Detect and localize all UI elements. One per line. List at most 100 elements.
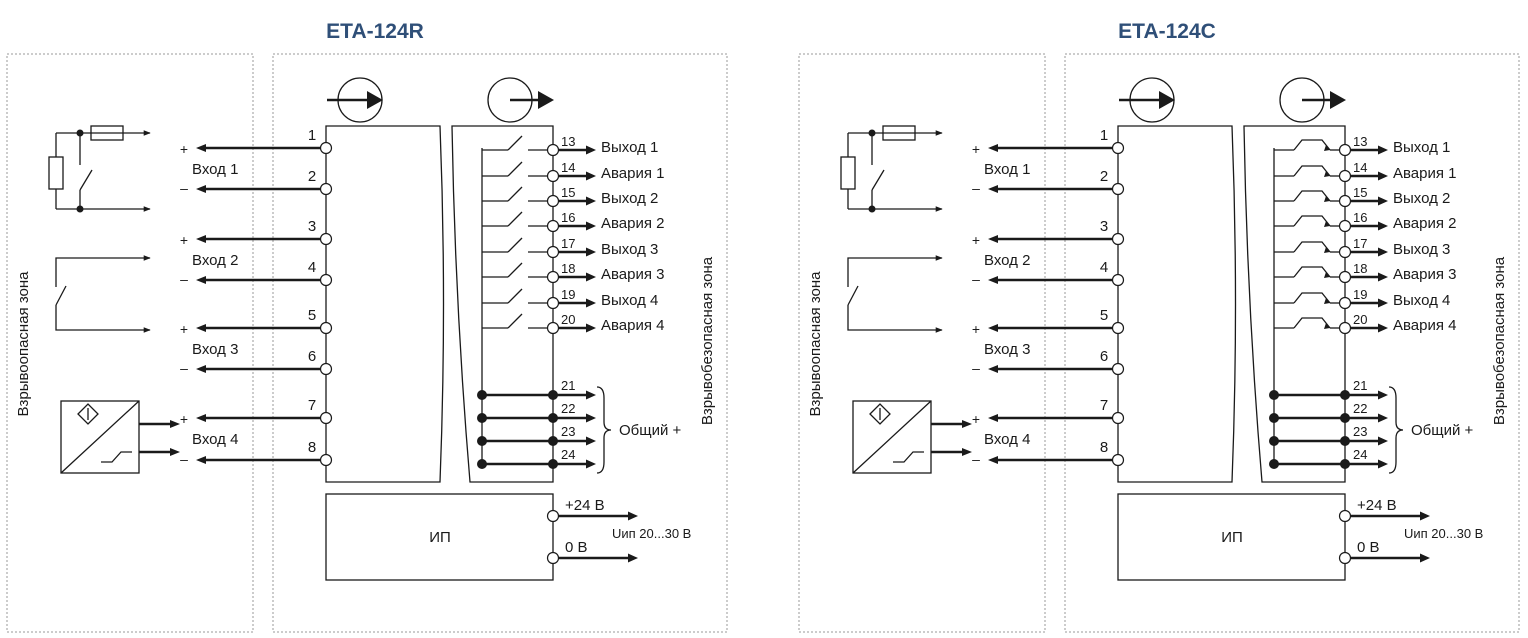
transistor-switch: [1293, 190, 1331, 202]
input-plus-sign: +: [972, 141, 980, 157]
sensor-2-top-wire: [55, 255, 151, 287]
common-arrowhead-4: [1378, 459, 1388, 469]
common-pin-number: 21: [1353, 378, 1367, 393]
transistor-arrow: [1324, 323, 1330, 329]
output-pin-number: 13: [561, 134, 575, 149]
output-arrowhead: [1378, 272, 1388, 282]
sensor-step: [101, 451, 132, 463]
output-arrowhead: [586, 221, 596, 231]
transistor-switch: [1293, 317, 1331, 329]
sensor-diagonal: [852, 400, 932, 474]
output-pin-number: 15: [1353, 185, 1367, 200]
psu-zero-arrowhead: [628, 553, 638, 563]
psu-box: [325, 493, 554, 581]
output-pin-number: 17: [1353, 236, 1367, 251]
input-arrowhead-2: [196, 185, 206, 193]
output-arrowhead: [586, 196, 596, 206]
common-label: Общий +: [619, 422, 682, 439]
output-terminal: [1338, 321, 1352, 335]
common-junction-left: [1269, 413, 1279, 423]
input-minus-sign: –: [972, 451, 980, 467]
input-terminal-8: [319, 453, 333, 467]
output-pin-number: 17: [561, 236, 575, 251]
input-pin-number: 6: [1100, 348, 1108, 365]
output-module-box: [1243, 125, 1346, 483]
diagram-title: ETA-124R: [326, 20, 424, 43]
output-module-box: [451, 125, 554, 483]
sensor-4-minus-arrowhead: [170, 448, 180, 456]
input-minus-sign: –: [972, 271, 980, 287]
output-terminal: [546, 296, 560, 310]
output-arrowhead: [586, 298, 596, 308]
switch-1-blade: [871, 169, 885, 191]
common-junction-right: [1340, 413, 1350, 423]
common-junction-right: [548, 436, 558, 446]
sensor-2-bottom-wire: [847, 305, 943, 333]
output-pin-number: 14: [1353, 160, 1367, 175]
output-label: Выход 2: [1393, 190, 1450, 207]
output-arrowhead: [1378, 221, 1388, 231]
common-arrowhead-1: [586, 390, 596, 400]
output-terminal: [1338, 296, 1352, 310]
common-arrowhead-4: [586, 459, 596, 469]
input-terminal-2: [1111, 182, 1125, 196]
common-junction-right: [1340, 390, 1350, 400]
psu-range-label: Uип 20...30 В: [612, 526, 691, 541]
relay-contact-blade: [507, 211, 523, 227]
common-pin-number: 24: [1353, 447, 1367, 462]
output-arrowhead: [1378, 196, 1388, 206]
output-arrowhead: [586, 323, 596, 333]
output-label: Авария 4: [1393, 317, 1457, 334]
common-junction-left: [1269, 390, 1279, 400]
input-symbol-arrowhead: [1159, 91, 1175, 109]
common-junction-left: [1269, 459, 1279, 469]
relay-contact-blade: [507, 135, 523, 151]
psu-plus-terminal: [546, 509, 560, 523]
safe-zone-label: Взрывобезопасная зона: [699, 256, 716, 425]
psu-zero-label: 0 В: [1357, 539, 1380, 556]
input-label: Вход 4: [192, 431, 238, 448]
transistor-switch: [1293, 266, 1331, 278]
input-terminal-3: [1111, 232, 1125, 246]
common-pin-number: 21: [561, 378, 575, 393]
input-minus-sign: –: [180, 180, 188, 196]
input-pin-number: 5: [308, 307, 316, 324]
psu-label: ИП: [1221, 529, 1243, 546]
psu-plus-arrowhead: [628, 511, 638, 521]
relay-contact-blade: [507, 288, 523, 304]
resistor-series: [90, 125, 124, 141]
common-pin-number: 24: [561, 447, 575, 462]
common-junction-right: [548, 413, 558, 423]
input-terminal-1: [1111, 141, 1125, 155]
common-arrowhead-3: [586, 436, 596, 446]
output-arrowhead: [586, 247, 596, 257]
output-pin-number: 13: [1353, 134, 1367, 149]
common-pin-number: 23: [561, 424, 575, 439]
sensor-1-resistive-contact: [48, 125, 151, 213]
sensor-1-resistive-contact: [840, 125, 943, 213]
input-plus-sign: +: [972, 232, 980, 248]
common-junction-left: [477, 459, 487, 469]
transistor-switch: [1293, 241, 1331, 253]
relay-contact-blade: [507, 161, 523, 177]
output-label: Авария 4: [601, 317, 665, 334]
common-arrowhead-2: [586, 413, 596, 423]
input-arrowhead-3: [988, 235, 998, 243]
transistor-switch: [1293, 292, 1331, 304]
input-pin-number: 8: [1100, 439, 1108, 456]
input-pin-number: 7: [1100, 397, 1108, 414]
output-arrowhead: [586, 272, 596, 282]
output-label: Выход 4: [1393, 292, 1450, 309]
input-plus-sign: +: [972, 321, 980, 337]
junction-dot: [76, 205, 84, 213]
output-pin-number: 19: [561, 287, 575, 302]
output-label: Выход 3: [601, 241, 658, 258]
input-pin-number: 2: [1100, 168, 1108, 185]
psu-zero-label: 0 В: [565, 539, 588, 556]
